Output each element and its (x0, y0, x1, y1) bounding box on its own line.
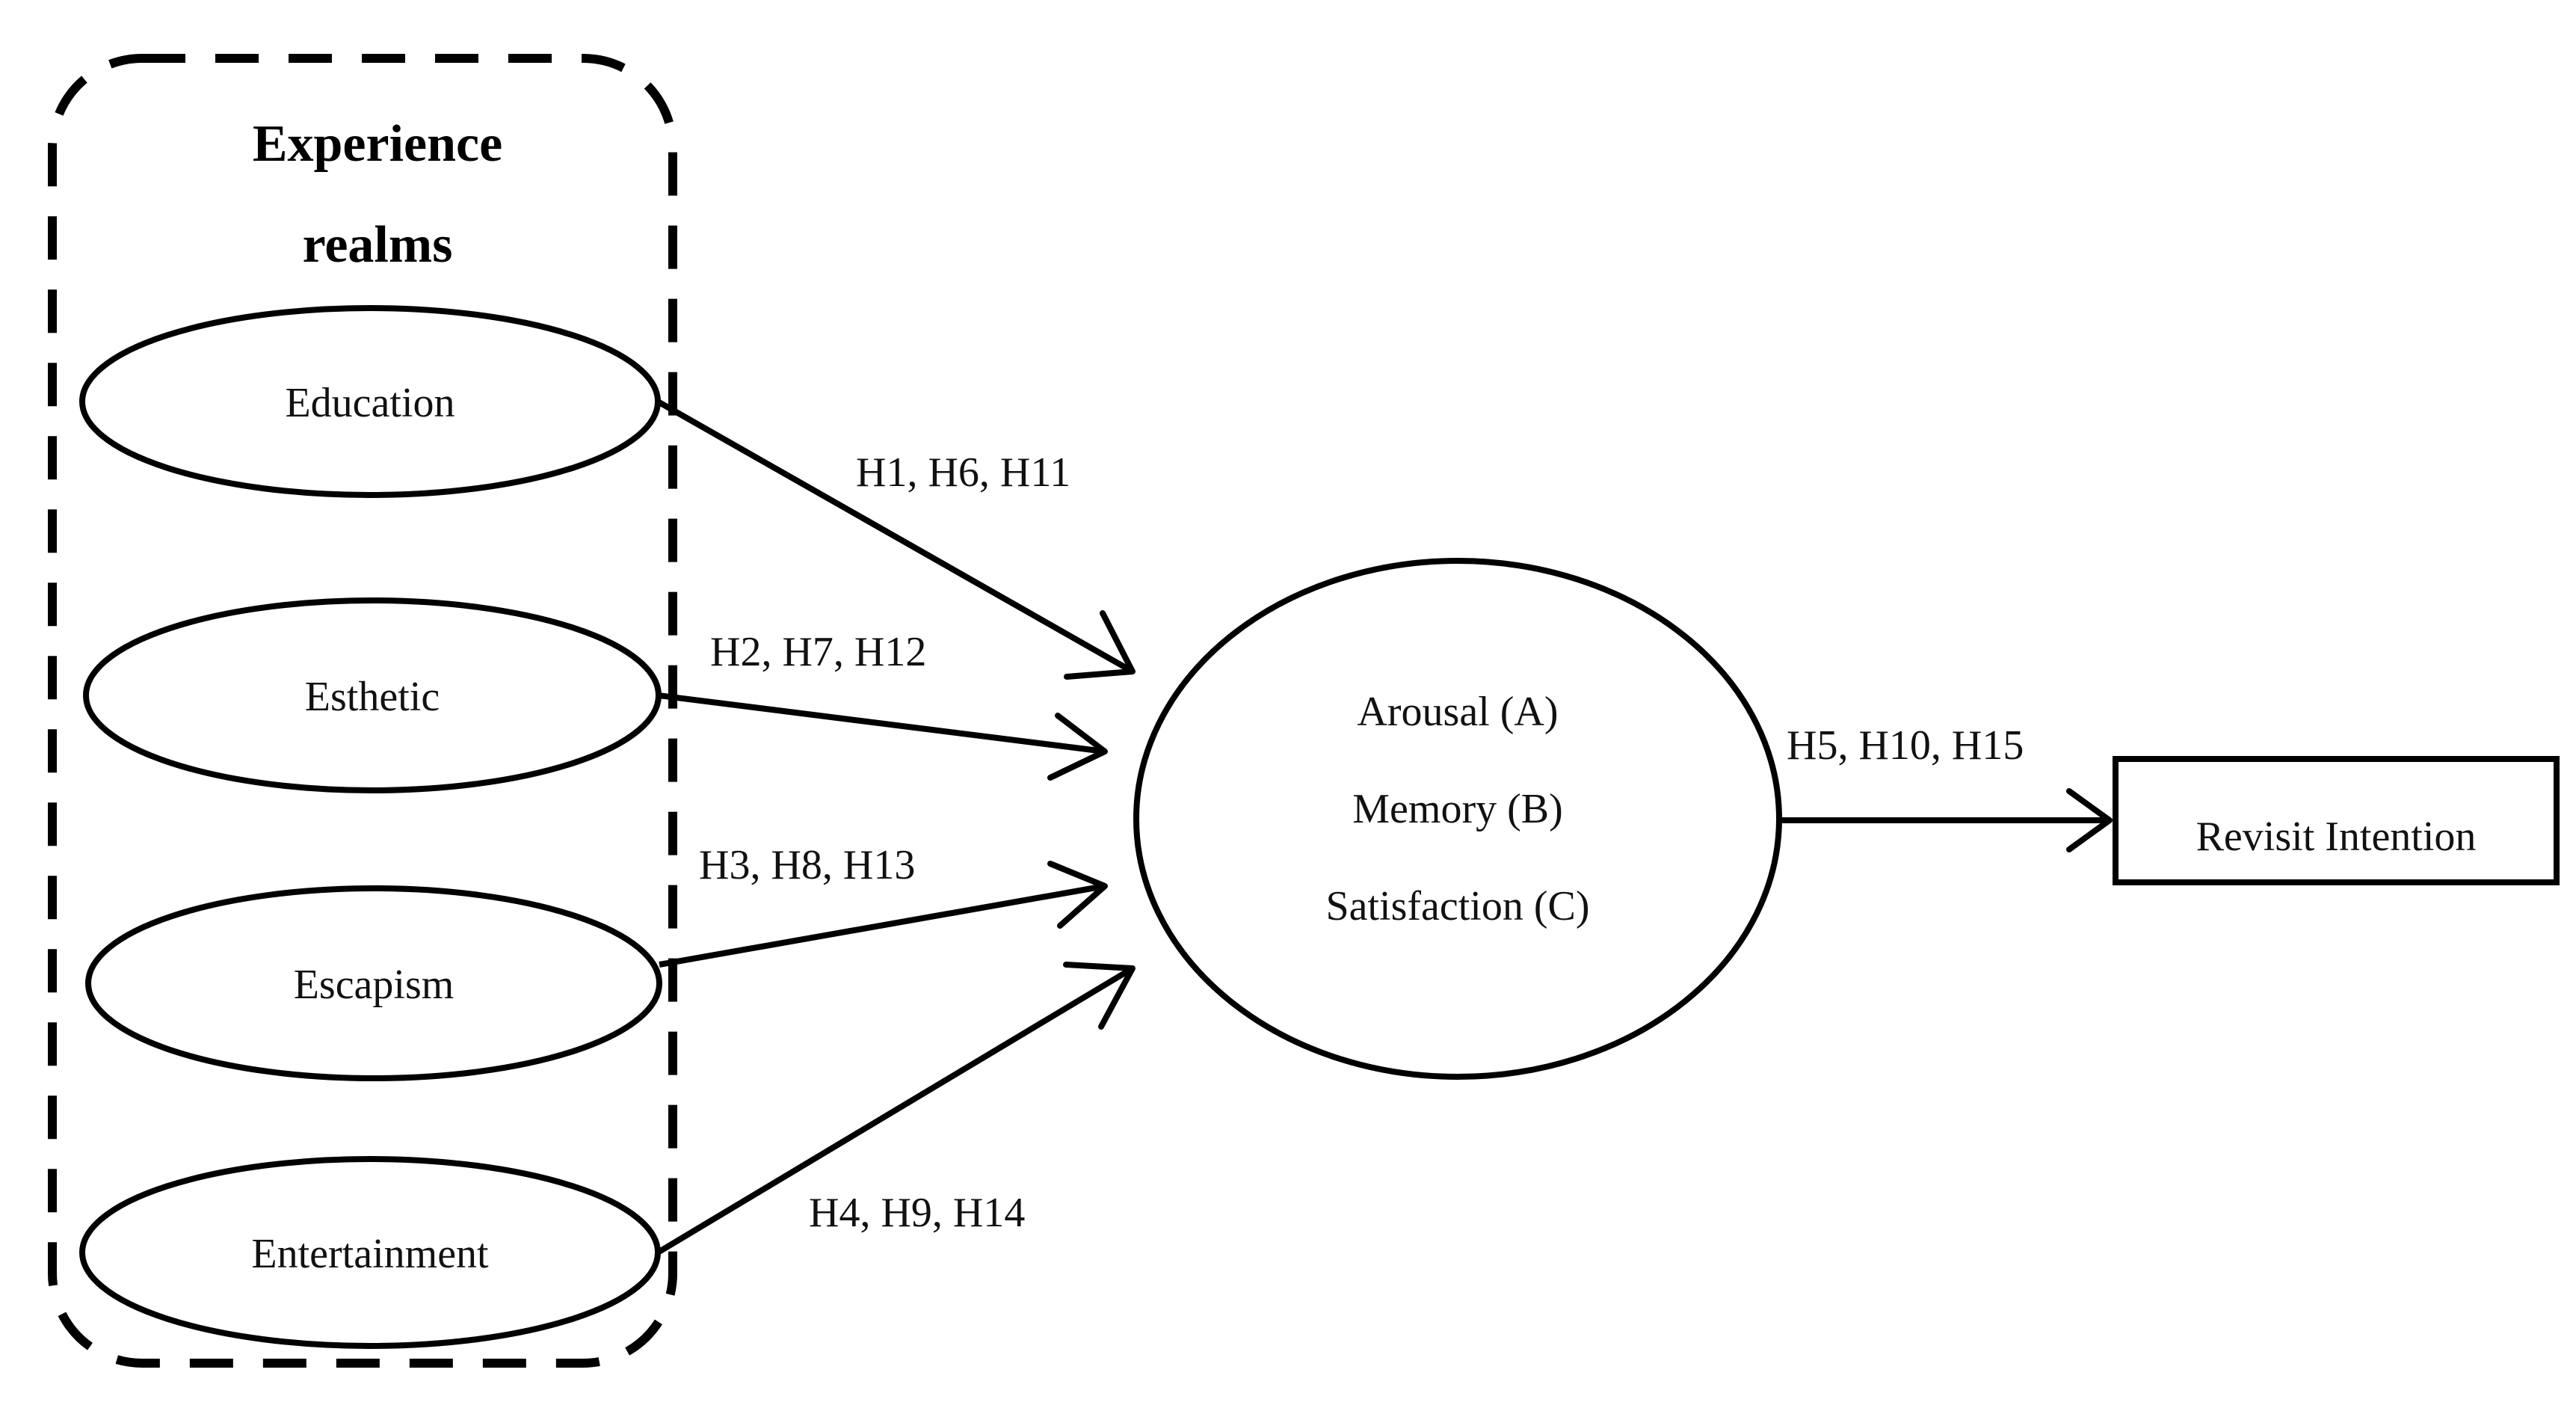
outcome-label: Revisit Intention (2196, 814, 2477, 860)
realm-entertainment-node: Entertainment (79, 1156, 661, 1349)
group-title-line1: Experience (253, 115, 502, 173)
hypothesis-label-outcome: H5, H10, H15 (1787, 722, 2024, 769)
arrow-education-to-mediator (656, 399, 1136, 680)
hypothesis-label-esthetic: H2, H7, H12 (710, 629, 926, 675)
arrow-mediator-to-outcome (1779, 788, 2113, 852)
hypothesis-label-entertainment: H4, H9, H14 (809, 1190, 1025, 1236)
mediator-memory-label: Memory (B) (1352, 786, 1563, 832)
outcome-node: Revisit Intention (2113, 756, 2560, 885)
realm-esthetic-label: Esthetic (305, 674, 440, 720)
realm-entertainment-label: Entertainment (251, 1231, 489, 1277)
hypothesis-label-escapism: H3, H8, H13 (699, 842, 915, 888)
realm-escapism-node: Escapism (85, 885, 662, 1081)
arrow-escapism-to-mediator (659, 861, 1108, 968)
realm-esthetic-node: Esthetic (83, 597, 662, 793)
realm-education-label: Education (285, 380, 455, 426)
experience-realms-group-border (48, 54, 677, 1368)
hypothesis-label-education: H1, H6, H11 (856, 449, 1070, 496)
group-title-line2: realms (303, 216, 453, 274)
realm-education-node: Education (79, 305, 661, 498)
mediator-node: Arousal (A) Memory (B) Satisfaction (C) (1133, 558, 1782, 1080)
mediator-arousal-label: Arousal (A) (1357, 689, 1558, 735)
mediator-satisfaction-label: Satisfaction (C) (1325, 883, 1589, 929)
arrow-esthetic-to-mediator (658, 692, 1108, 781)
arrow-entertainment-to-mediator (656, 962, 1136, 1255)
realm-escapism-label: Escapism (294, 962, 455, 1008)
